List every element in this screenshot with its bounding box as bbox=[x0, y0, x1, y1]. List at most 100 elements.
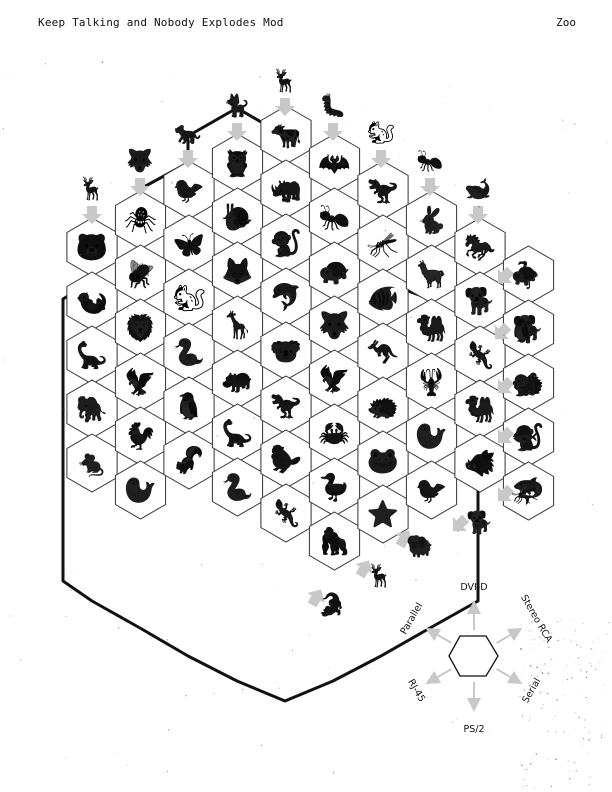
squirrel-icon: 🐿 bbox=[172, 284, 205, 314]
incoming-arrow bbox=[452, 514, 470, 532]
rabbit-icon: 🐇 bbox=[415, 205, 447, 236]
incoming-arrow bbox=[82, 206, 102, 224]
deer-icon: 🦌 bbox=[78, 176, 105, 202]
legend-label-bottom: PS/2 bbox=[463, 724, 484, 735]
hex-grid: 🐻🦦🦕🐘🐁🕷🪰🦁🦅🐓🦭🐦🦋🐿🐍🐧🦨🦉🐌🦊🦒🦛🦕🐍🐄🦏🐒🐬🐨🦖🦫🦎🦇🐜🐢🐺🦅🦀🦆🦍… bbox=[61, 105, 555, 703]
hex-cell-cow: 🐄 bbox=[260, 105, 312, 165]
caterpillar-icon: 🐛 bbox=[319, 93, 346, 119]
incoming-right-swordfish: 🐟 bbox=[497, 423, 539, 448]
incoming-arrow bbox=[497, 426, 515, 444]
hex-cell-elephant: 🐘 bbox=[66, 379, 118, 439]
monkey-icon: 🐒 bbox=[512, 422, 544, 453]
seahorse-icon: 🐠 bbox=[367, 284, 399, 314]
tortoise-icon: 🐢 bbox=[318, 257, 350, 287]
hex-cell-crab: 🦀 bbox=[308, 403, 361, 463]
koala-icon: 🐨 bbox=[270, 337, 302, 367]
lizard-icon: 🦎 bbox=[270, 498, 302, 529]
cat-icon: 🐈 bbox=[223, 93, 250, 119]
incoming-arrow bbox=[227, 123, 247, 141]
hex-cell-lobster: 🦞 bbox=[405, 352, 458, 412]
legend-arrow-top bbox=[467, 600, 481, 630]
mosquito-icon: 🦟 bbox=[367, 230, 399, 260]
legend-label-bottom-right: Serial bbox=[520, 676, 543, 705]
porcupine-icon: 🦔 bbox=[367, 392, 399, 422]
dinosaur-icon: 🦕 bbox=[221, 418, 253, 449]
hex-cell-porcupine: 🦔 bbox=[357, 376, 409, 436]
snail-icon: 🐌 bbox=[221, 203, 253, 233]
hex-cell-t-rex: 🦖 bbox=[357, 160, 409, 220]
legend-arrow-bottom-right bbox=[496, 668, 523, 684]
incoming-arrow bbox=[275, 98, 295, 116]
mouse-icon: 🐁 bbox=[76, 449, 108, 479]
hex-cell-penguins: 🐧 bbox=[163, 376, 215, 436]
hex-cell-dragonfly: 🪰 bbox=[114, 244, 167, 304]
incoming-right-mosquito-hawk: 🦟 bbox=[497, 481, 539, 506]
spider-icon: 🕷 bbox=[124, 206, 157, 236]
paper-texture bbox=[2, 61, 610, 789]
incoming-arrow bbox=[497, 376, 515, 394]
triceratops-icon: 🦖 bbox=[270, 391, 302, 421]
deer-icon: 🦌 bbox=[366, 563, 393, 589]
dolphin-icon: 🐬 bbox=[270, 281, 302, 313]
incoming-top-cat: 🐈 bbox=[223, 93, 251, 141]
incoming-arrow bbox=[371, 150, 391, 168]
hex-cell-pterodactyl: 🦅 bbox=[114, 352, 167, 412]
hex-cell-rooster: 🐓 bbox=[114, 406, 167, 466]
hex-cell-dolphin: 🐬 bbox=[260, 267, 312, 327]
deer-icon: 🦌 bbox=[271, 68, 298, 94]
bear-icon: 🐻 bbox=[76, 231, 108, 263]
hex-cell-camel: 🐫 bbox=[405, 298, 458, 358]
seal-icon: 🦭 bbox=[124, 476, 156, 506]
hex-cell-horse: 🐎 bbox=[454, 217, 506, 277]
legend-arrow-bottom bbox=[467, 682, 481, 712]
legend-arrow-top-right bbox=[496, 628, 523, 644]
hex-cell-squirrel: 🐿 bbox=[163, 268, 215, 328]
hex-cell-bird: 🐦 bbox=[163, 160, 215, 220]
incoming-top-meerkat: 🐿 bbox=[367, 121, 395, 168]
stegosaurus-icon: 🦕 bbox=[76, 340, 108, 371]
camel-icon: 🐫 bbox=[464, 395, 496, 425]
legend-arrow-bottom-left bbox=[425, 668, 452, 684]
hex-cell-fox: 🦊 bbox=[211, 241, 264, 301]
hex-cell-owl: 🦉 bbox=[211, 133, 264, 193]
hex-cell-camel: 🐫 bbox=[454, 379, 506, 439]
rhino-icon: 🦏 bbox=[270, 175, 302, 205]
bird-icon: 🐦 bbox=[173, 176, 205, 206]
skunk-icon: 🦨 bbox=[173, 445, 205, 476]
lobster-icon: 🦞 bbox=[415, 367, 447, 398]
hex-cell-hedgehog: 🦔 bbox=[502, 353, 555, 413]
llama-icon: 🦙 bbox=[415, 259, 447, 290]
kangaroo-icon: 🦘 bbox=[367, 338, 400, 368]
hex-cell-starfish: ⭐ bbox=[357, 484, 409, 544]
penguin-icon: 🐧 bbox=[508, 318, 535, 344]
sea-turtle-icon: 🐢 bbox=[511, 263, 538, 288]
hex-cell-cobra: 🐍 bbox=[163, 322, 215, 382]
incoming-arrow bbox=[420, 178, 440, 196]
hex-cell-boar: 🐗 bbox=[454, 433, 506, 493]
owl-icon: 🦉 bbox=[221, 149, 253, 179]
hex-cell-mosquito: 🦟 bbox=[357, 214, 409, 274]
hex-cell-bear: 🐻 bbox=[66, 217, 118, 277]
hex-cell-mouse: 🐁 bbox=[66, 433, 118, 493]
hex-cell-duck: 🦆 bbox=[308, 457, 361, 517]
duck-icon: 🦆 bbox=[318, 472, 350, 503]
hex-cell-gorilla: 🦍 bbox=[308, 511, 361, 571]
bat-icon: 🦇 bbox=[318, 149, 350, 179]
fox-icon: 🦊 bbox=[221, 257, 253, 287]
frog-icon: 🐸 bbox=[367, 446, 399, 476]
gorilla-icon: 🦍 bbox=[318, 526, 350, 557]
hex-cell-llama: 🦙 bbox=[405, 244, 458, 304]
wolf-icon: 🐺 bbox=[318, 310, 350, 341]
hex-cell-snake: 🐍 bbox=[211, 457, 264, 517]
incoming-right-dog: 🐕 bbox=[452, 510, 494, 536]
hedgehog-icon: 🦔 bbox=[512, 369, 544, 399]
elephant-icon: 🐘 bbox=[76, 395, 108, 425]
incoming-bottom-deer: 🦌 bbox=[355, 560, 394, 589]
dragonfly-icon: 🪰 bbox=[124, 259, 156, 290]
incoming-arrow bbox=[307, 589, 325, 608]
hex-cell-monkey: 🐒 bbox=[502, 407, 555, 467]
hex-cell-skunk: 🦨 bbox=[163, 430, 215, 490]
giraffe-icon: 🦒 bbox=[221, 310, 253, 341]
boar-icon: 🐗 bbox=[464, 448, 496, 479]
